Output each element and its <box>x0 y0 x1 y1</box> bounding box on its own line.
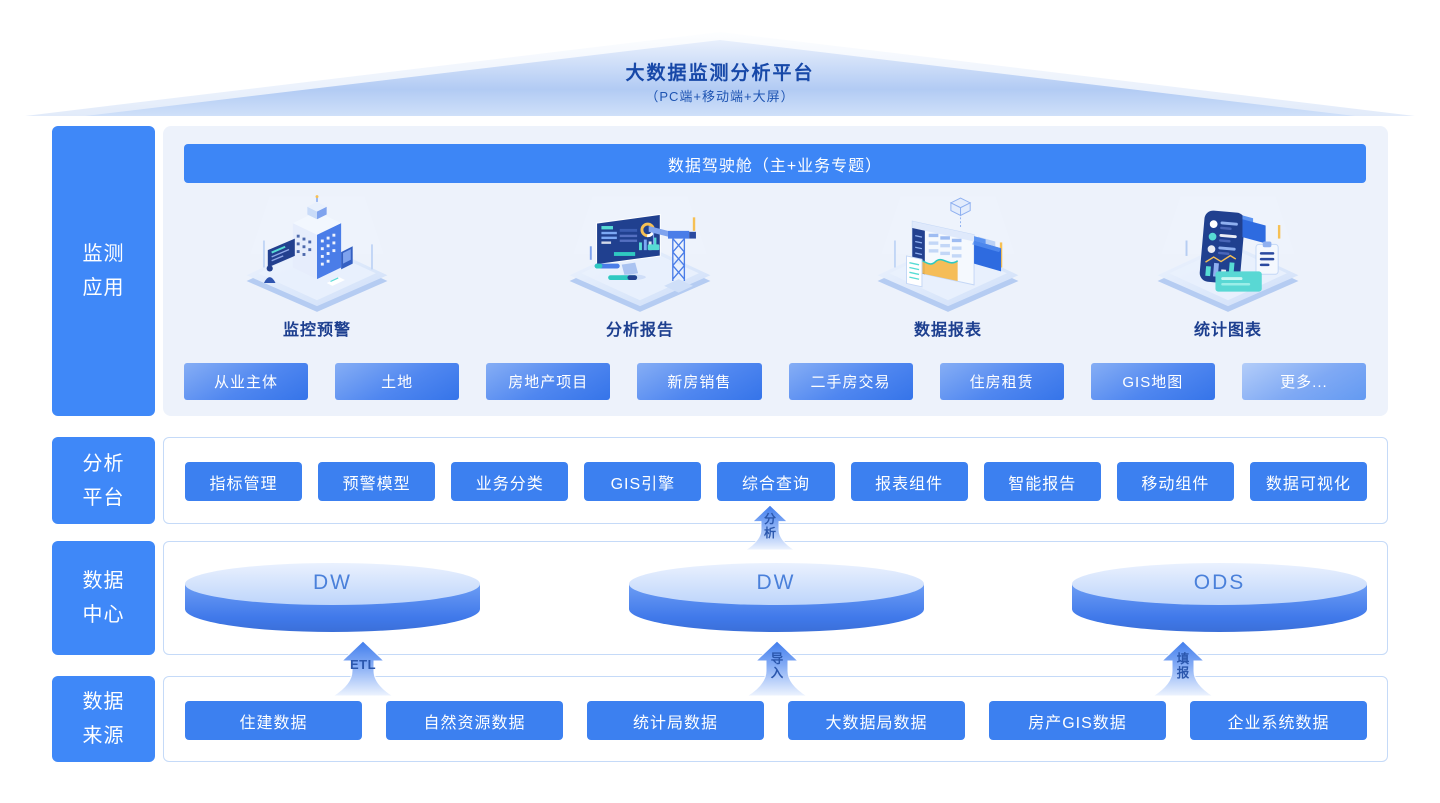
data-source-button[interactable]: 大数据局数据 <box>788 701 965 740</box>
import-flow-arrow: 导入 <box>745 640 809 698</box>
up-arrow-icon <box>745 640 809 697</box>
app-statistics-chart: 统计图表 <box>1138 194 1318 340</box>
topic-button[interactable]: 房地产项目 <box>486 363 611 400</box>
module-button-row: 指标管理 预警模型 业务分类 GIS引擎 综合查询 报表组件 智能报告 移动组件… <box>185 462 1367 501</box>
data-source-button[interactable]: 企业系统数据 <box>1190 701 1367 740</box>
app-label: 监控预警 <box>282 322 351 339</box>
analysis-platform-panel: 指标管理 预警模型 业务分类 GIS引擎 综合查询 报表组件 智能报告 移动组件… <box>163 437 1388 524</box>
report-folder-illustration <box>877 196 1019 312</box>
page-subtitle: （PC端+移动端+大屏） <box>645 89 795 104</box>
data-center-panel: DW DW ODS <box>163 541 1388 655</box>
source-button-row: 住建数据 自然资源数据 统计局数据 大数据局数据 房产GIS数据 企业系统数据 <box>185 701 1367 740</box>
sidebar-section-analysis: 分析平台 <box>52 437 155 524</box>
fill-report-flow-arrow: 填报 <box>1151 640 1215 698</box>
database-label: DW <box>313 571 352 594</box>
dashboard-crane-illustration <box>569 196 711 312</box>
topic-button[interactable]: 住房租赁 <box>939 363 1064 400</box>
topic-button[interactable]: 从业主体 <box>184 363 309 400</box>
module-button[interactable]: 预警模型 <box>318 462 436 501</box>
cylinder-icon <box>628 563 924 632</box>
app-data-report: 数据报表 <box>858 194 1038 340</box>
phone-charts-illustration <box>1157 196 1299 312</box>
sidebar-label: 分析平台 <box>82 452 125 509</box>
monitoring-panel: 数据驾驶舱（主+业务专题） <box>163 126 1388 416</box>
page-title: 大数据监测分析平台 <box>625 63 815 84</box>
building-monitor-illustration <box>246 195 388 312</box>
cylinder-icon <box>1072 563 1367 632</box>
flow-label: 填报 <box>1176 652 1190 681</box>
app-analysis-report: 分析报告 <box>550 194 730 340</box>
topic-button[interactable]: 二手房交易 <box>788 363 913 400</box>
module-button[interactable]: 综合查询 <box>717 462 835 501</box>
topic-button-row: 从业主体 土地 房地产项目 新房销售 二手房交易 住房租赁 GIS地图 更多..… <box>184 363 1366 400</box>
database-label: DW <box>756 571 796 594</box>
module-button[interactable]: 报表组件 <box>850 462 968 501</box>
cylinder-icon <box>185 563 480 632</box>
sidebar-label: 数据中心 <box>82 570 125 626</box>
up-arrow-icon <box>744 504 796 551</box>
module-button[interactable]: 数据可视化 <box>1249 462 1367 501</box>
module-button[interactable]: 业务分类 <box>451 462 569 501</box>
app-label: 统计图表 <box>1193 322 1262 339</box>
data-source-button[interactable]: 统计局数据 <box>587 701 764 740</box>
topic-button[interactable]: 更多... <box>1241 363 1366 400</box>
etl-flow-arrow: ETL <box>331 640 395 698</box>
database-cylinder: DW <box>628 562 924 634</box>
database-cylinder: DW <box>185 562 480 634</box>
topic-button[interactable]: GIS地图 <box>1090 363 1215 400</box>
app-monitor-warning: 监控预警 <box>227 194 407 340</box>
module-button[interactable]: 移动组件 <box>1116 462 1234 501</box>
sidebar-section-data-source: 数据来源 <box>52 676 155 762</box>
module-button[interactable]: 指标管理 <box>185 462 303 501</box>
up-arrow-icon <box>1151 640 1215 697</box>
topic-button[interactable]: 新房销售 <box>637 363 762 400</box>
data-source-panel: 住建数据 自然资源数据 统计局数据 大数据局数据 房产GIS数据 企业系统数据 <box>163 676 1388 762</box>
up-arrow-icon <box>331 640 395 697</box>
data-source-button[interactable]: 自然资源数据 <box>386 701 563 740</box>
app-label: 分析报告 <box>605 322 674 339</box>
sidebar-section-data-center: 数据中心 <box>52 541 155 655</box>
database-cylinder: ODS <box>1072 562 1367 634</box>
flow-label: ETL <box>349 657 377 672</box>
module-button[interactable]: GIS引擎 <box>584 462 702 501</box>
flow-label: 导入 <box>770 652 784 681</box>
topic-button[interactable]: 土地 <box>335 363 460 400</box>
database-row: DW DW ODS <box>185 562 1367 634</box>
sidebar-section-monitoring: 监测应用 <box>52 126 155 416</box>
flow-label: 分析 <box>763 512 776 540</box>
sidebar-label: 数据来源 <box>82 691 125 747</box>
app-label: 数据报表 <box>913 322 982 339</box>
analysis-flow-arrow: 分析 <box>744 504 796 552</box>
module-button[interactable]: 智能报告 <box>983 462 1101 501</box>
database-label: ODS <box>1193 571 1246 594</box>
data-source-button[interactable]: 住建数据 <box>185 701 362 740</box>
data-cockpit-banner: 数据驾驶舱（主+业务专题） <box>184 144 1366 183</box>
data-source-button[interactable]: 房产GIS数据 <box>989 701 1166 740</box>
sidebar-label: 监测应用 <box>82 243 125 299</box>
